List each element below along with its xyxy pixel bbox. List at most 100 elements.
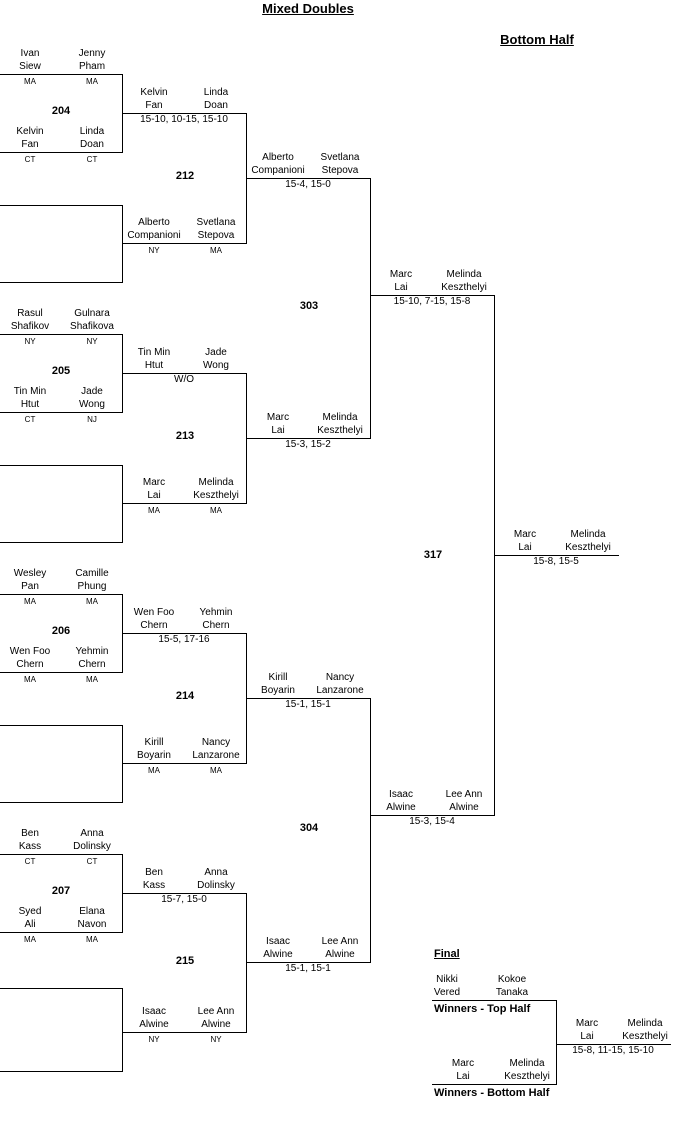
bracket-connector xyxy=(370,698,371,963)
player-state: MA xyxy=(148,766,160,775)
bracket-connector xyxy=(246,893,247,1033)
slot-line xyxy=(246,438,371,439)
partner-first-name: Melinda xyxy=(570,529,606,540)
player-first-name: Wen Foo xyxy=(133,607,175,618)
partner-state: MA xyxy=(210,246,222,255)
player-last-name: Lai xyxy=(580,1031,594,1042)
slot-line xyxy=(122,1032,247,1033)
partner-state: NY xyxy=(86,337,98,346)
partner-first-name: Anna xyxy=(204,867,228,878)
bracket-connector xyxy=(122,988,123,1072)
slot-line xyxy=(0,594,123,595)
player-first-name: Isaac xyxy=(142,1006,166,1017)
partner-last-name: Keszthelyi xyxy=(504,1071,550,1082)
partner-last-name: Dolinsky xyxy=(73,841,111,852)
bracket-connector xyxy=(556,1000,557,1085)
player-last-name: Ali xyxy=(24,919,36,930)
slot-line xyxy=(122,763,247,764)
bye-line xyxy=(0,282,123,283)
partner-state: MA xyxy=(86,597,98,606)
player-last-name: Lai xyxy=(271,425,285,436)
partner-first-name: Melinda xyxy=(509,1058,545,1069)
slot-line xyxy=(370,295,495,296)
player-last-name: Vered xyxy=(433,987,461,998)
player-first-name: Kelvin xyxy=(16,126,44,137)
player-first-name: Syed xyxy=(18,906,42,917)
slot-line xyxy=(432,1000,557,1001)
slot-line xyxy=(556,1044,671,1045)
partner-state: NJ xyxy=(87,415,97,424)
player-first-name: Kelvin xyxy=(140,87,168,98)
partner-last-name: Keszthelyi xyxy=(317,425,363,436)
bracket-connector xyxy=(122,205,123,283)
player-last-name: Kass xyxy=(142,880,166,891)
slot-line xyxy=(0,152,123,153)
match-number: 215 xyxy=(175,954,195,967)
match-score: 15-10, 10-15, 15-10 xyxy=(140,114,228,125)
player-first-name: Kirill xyxy=(144,737,164,748)
player-last-name: Lai xyxy=(394,282,408,293)
player-last-name: Lai xyxy=(147,490,161,501)
partner-first-name: Svetlana xyxy=(320,152,360,163)
half-subtitle: Bottom Half xyxy=(500,32,574,47)
player-last-name: Chern xyxy=(140,620,168,631)
match-score: 15-7, 15-0 xyxy=(161,894,207,905)
partner-state: CT xyxy=(86,857,98,866)
bracket-connector xyxy=(370,178,371,439)
player-last-name: Lai xyxy=(456,1071,470,1082)
partner-last-name: Chern xyxy=(78,659,106,670)
player-first-name: Marc xyxy=(142,477,166,488)
slot-line xyxy=(0,672,123,673)
player-first-name: Wen Foo xyxy=(9,646,51,657)
player-state: NY xyxy=(148,1035,160,1044)
partner-last-name: Keszthelyi xyxy=(622,1031,668,1042)
slot-line xyxy=(122,893,247,894)
player-last-name: Companioni xyxy=(251,165,305,176)
bye-line xyxy=(0,725,123,726)
partner-last-name: Keszthelyi xyxy=(193,490,239,501)
partner-first-name: Linda xyxy=(79,126,105,137)
player-state: MA xyxy=(148,506,160,515)
partner-last-name: Keszthelyi xyxy=(441,282,487,293)
bye-line xyxy=(0,1071,123,1072)
partner-first-name: Lee Ann xyxy=(197,1006,235,1017)
partner-last-name: Phung xyxy=(77,581,107,592)
slot-line xyxy=(432,1084,557,1085)
match-number: 214 xyxy=(175,690,195,702)
partner-first-name: Elana xyxy=(79,906,105,917)
partner-state: MA xyxy=(86,935,98,944)
partner-first-name: Jade xyxy=(205,347,227,358)
player-last-name: Pan xyxy=(21,581,39,592)
player-last-name: Chern xyxy=(16,659,44,670)
player-state: CT xyxy=(24,155,36,164)
partner-last-name: Tanaka xyxy=(495,987,529,998)
page-title: Mixed Doubles xyxy=(262,1,354,16)
match-number: 204 xyxy=(51,105,71,117)
partner-first-name: Melinda xyxy=(322,412,358,423)
match-number: 212 xyxy=(175,170,195,182)
partner-last-name: Dolinsky xyxy=(197,880,235,891)
player-last-name: Fan xyxy=(145,100,163,111)
partner-first-name: Anna xyxy=(80,828,104,839)
player-last-name: Alwine xyxy=(263,949,293,960)
match-score: 15-1, 15-1 xyxy=(285,699,331,710)
match-score: 15-1, 15-1 xyxy=(285,963,331,974)
player-first-name: Marc xyxy=(575,1018,599,1029)
player-first-name: Alberto xyxy=(262,152,294,163)
slot-line xyxy=(246,698,371,699)
partner-state: MA xyxy=(210,506,222,515)
partner-last-name: Pham xyxy=(78,61,106,72)
partner-last-name: Lanzarone xyxy=(192,750,240,761)
match-score: 15-3, 15-2 xyxy=(285,439,331,450)
match-number: 317 xyxy=(423,549,443,561)
player-first-name: Ben xyxy=(21,828,39,839)
player-last-name: Companioni xyxy=(127,230,181,241)
match-number: 213 xyxy=(175,430,195,442)
player-first-name: Marc xyxy=(266,412,290,423)
slot-line xyxy=(494,555,619,556)
partner-last-name: Alwine xyxy=(325,949,355,960)
player-first-name: Kirill xyxy=(268,672,288,683)
partner-last-name: Chern xyxy=(202,620,230,631)
partner-last-name: Alwine xyxy=(201,1019,231,1030)
partner-first-name: Linda xyxy=(203,87,229,98)
